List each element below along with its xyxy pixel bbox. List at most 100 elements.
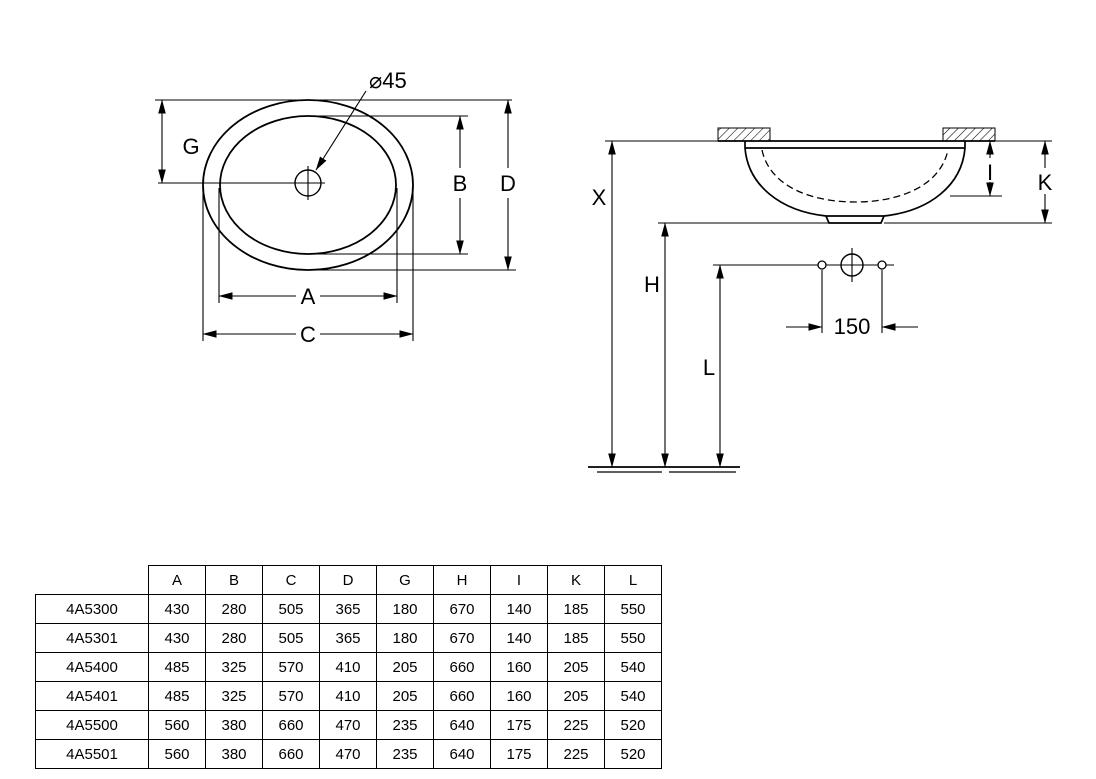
drain-hole-circle xyxy=(294,169,322,197)
tap-hole-right xyxy=(877,260,887,270)
value-cell: 470 xyxy=(319,739,377,769)
tap-hole-left xyxy=(817,260,827,270)
table-corner-cell xyxy=(35,565,149,595)
basin-inner-ellipse xyxy=(219,115,397,255)
value-cell: 430 xyxy=(148,594,206,624)
model-cell: 4A5500 xyxy=(35,710,149,740)
value-cell: 235 xyxy=(376,710,434,740)
top-view: ⌀45 G B D A C xyxy=(155,68,521,347)
value-cell: 540 xyxy=(604,652,662,682)
model-cell: 4A5501 xyxy=(35,739,149,769)
table-col-header-c: C xyxy=(262,565,320,595)
drain-diameter-label: ⌀45 xyxy=(369,68,407,93)
value-cell: 225 xyxy=(547,710,605,740)
value-cell: 520 xyxy=(604,739,662,769)
value-cell: 660 xyxy=(433,652,491,682)
value-cell: 325 xyxy=(205,681,263,711)
value-cell: 430 xyxy=(148,623,206,653)
dim-label-h: H xyxy=(644,272,660,297)
dim-label-b: B xyxy=(453,171,468,196)
value-cell: 410 xyxy=(319,652,377,682)
value-cell: 380 xyxy=(205,710,263,740)
model-cell: 4A5400 xyxy=(35,652,149,682)
value-cell: 140 xyxy=(490,594,548,624)
floor-line xyxy=(588,466,740,473)
value-cell: 660 xyxy=(433,681,491,711)
value-cell: 185 xyxy=(547,594,605,624)
basin-outer-ellipse xyxy=(202,99,414,271)
value-cell: 570 xyxy=(262,681,320,711)
basin-section-outline xyxy=(744,141,966,224)
value-cell: 485 xyxy=(148,652,206,682)
value-cell: 365 xyxy=(319,594,377,624)
value-cell: 205 xyxy=(547,652,605,682)
table-col-header-h: H xyxy=(433,565,491,595)
value-cell: 180 xyxy=(376,594,434,624)
table-col-header-a: A xyxy=(148,565,206,595)
counter-hatch-left xyxy=(717,127,771,142)
table-col-header-l: L xyxy=(604,565,662,595)
value-cell: 550 xyxy=(604,594,662,624)
table-col-header-k: K xyxy=(547,565,605,595)
value-cell: 660 xyxy=(262,739,320,769)
value-cell: 205 xyxy=(376,652,434,682)
value-cell: 505 xyxy=(262,623,320,653)
value-cell: 670 xyxy=(433,594,491,624)
value-cell: 560 xyxy=(148,739,206,769)
value-cell: 205 xyxy=(547,681,605,711)
dim-label-150: 150 xyxy=(834,314,871,339)
value-cell: 160 xyxy=(490,652,548,682)
value-cell: 175 xyxy=(490,739,548,769)
value-cell: 560 xyxy=(148,710,206,740)
dim-label-k: K xyxy=(1038,170,1053,195)
table-col-header-g: G xyxy=(376,565,434,595)
model-cell: 4A5300 xyxy=(35,594,149,624)
value-cell: 325 xyxy=(205,652,263,682)
value-cell: 640 xyxy=(433,710,491,740)
table-col-header-i: I xyxy=(490,565,548,595)
value-cell: 225 xyxy=(547,739,605,769)
counter-hatch-right xyxy=(942,127,996,142)
value-cell: 570 xyxy=(262,652,320,682)
value-cell: 185 xyxy=(547,623,605,653)
table-col-header-d: D xyxy=(319,565,377,595)
value-cell: 140 xyxy=(490,623,548,653)
dim-label-c: C xyxy=(300,322,316,347)
value-cell: 380 xyxy=(205,739,263,769)
dim-label-x: X xyxy=(592,185,607,210)
value-cell: 365 xyxy=(319,623,377,653)
dim-label-g: G xyxy=(182,134,199,159)
value-cell: 520 xyxy=(604,710,662,740)
value-cell: 540 xyxy=(604,681,662,711)
dim-label-d: D xyxy=(500,171,516,196)
model-cell: 4A5401 xyxy=(35,681,149,711)
dim-label-i: I xyxy=(987,160,993,185)
value-cell: 280 xyxy=(205,623,263,653)
value-cell: 175 xyxy=(490,710,548,740)
value-cell: 410 xyxy=(319,681,377,711)
side-view: X H L 150 I xyxy=(588,127,1055,473)
table-col-header-b: B xyxy=(205,565,263,595)
dim-label-l: L xyxy=(703,355,715,380)
value-cell: 470 xyxy=(319,710,377,740)
drain-leader-line xyxy=(315,90,367,171)
value-cell: 505 xyxy=(262,594,320,624)
value-cell: 670 xyxy=(433,623,491,653)
value-cell: 180 xyxy=(376,623,434,653)
technical-drawing: ⌀45 G B D A C xyxy=(155,68,1055,473)
model-cell: 4A5301 xyxy=(35,623,149,653)
dim-label-a: A xyxy=(301,284,316,309)
value-cell: 640 xyxy=(433,739,491,769)
